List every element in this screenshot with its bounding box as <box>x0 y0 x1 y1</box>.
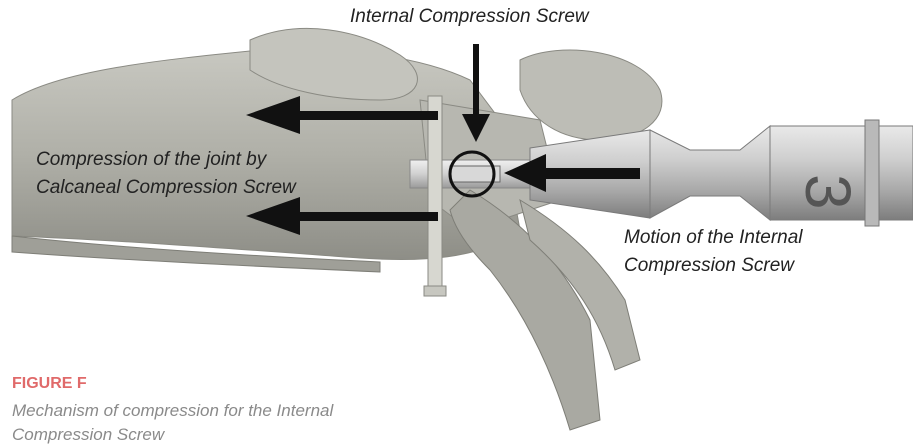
label-internal-compression-screw: Internal Compression Screw <box>350 6 589 28</box>
label-compression-of-joint: Compression of the joint by Calcaneal Co… <box>36 146 296 202</box>
label-left-line2: Calcaneal Compression Screw <box>36 174 296 202</box>
label-right-line1: Motion of the Internal <box>624 224 803 252</box>
instrument-number-marking: 3 <box>792 174 864 210</box>
instrument-neck <box>650 126 770 220</box>
metatarsal-bones <box>450 190 600 430</box>
figure-caption: Mechanism of compression for the Interna… <box>12 399 432 447</box>
label-right-line2: Compression Screw <box>624 252 803 280</box>
instrument-collar <box>865 120 879 226</box>
foot-skeleton <box>12 28 662 430</box>
figure-label: FIGURE F <box>12 375 87 393</box>
label-left-line1: Compression of the joint by <box>36 146 296 174</box>
label-motion-of-screw: Motion of the Internal Compression Screw <box>624 224 803 280</box>
